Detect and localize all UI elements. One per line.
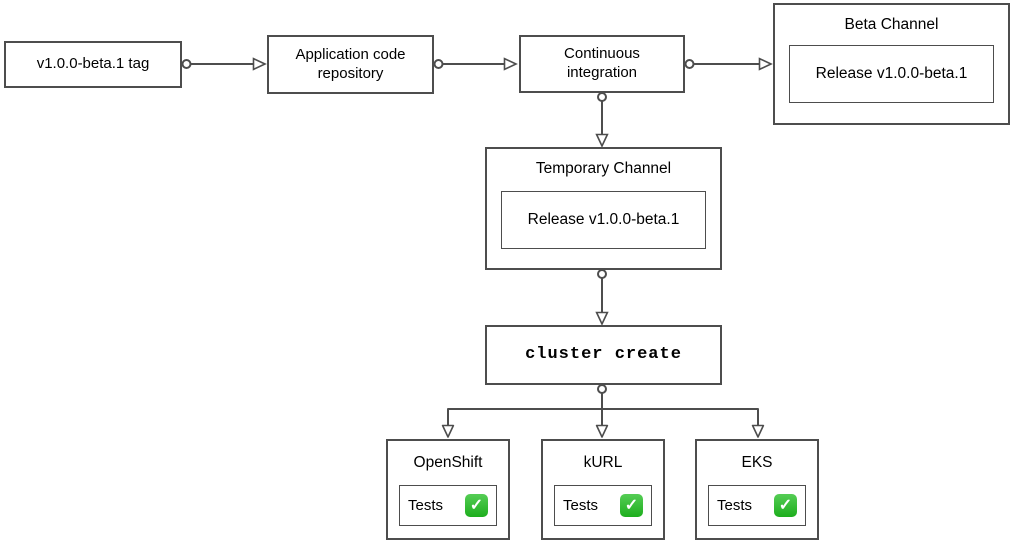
temporary-channel-release-box: Release v1.0.0-beta.1 [501, 191, 706, 249]
node-application-code-repository: Application code repository [267, 35, 434, 94]
connector-tag-to-repo [181, 57, 267, 71]
beta-channel-release-label: Release v1.0.0-beta.1 [815, 65, 968, 82]
platform-openshift-title: OpenShift [413, 454, 483, 471]
check-mark-button-icon: ✓ [465, 494, 488, 517]
openshift-tests-label: Tests [408, 497, 444, 514]
kurl-tests-label: Tests [563, 497, 599, 514]
beta-channel-title: Beta Channel [844, 16, 939, 33]
node-version-tag-label: v1.0.0-beta.1 tag [36, 55, 150, 73]
node-platform-openshift: OpenShift Tests ✓ [386, 439, 510, 540]
openshift-tests-box: Tests ✓ [399, 485, 497, 526]
node-temporary-channel: Temporary Channel Release v1.0.0-beta.1 [485, 147, 722, 270]
connector-cluster-create-to-platforms [441, 384, 765, 438]
connector-temporary-channel-to-cluster-create [595, 269, 609, 326]
connector-ci-to-temporary-channel [595, 92, 609, 148]
connector-repo-to-ci [433, 57, 518, 71]
temporary-channel-release-label: Release v1.0.0-beta.1 [527, 211, 680, 228]
temporary-channel-title: Temporary Channel [535, 160, 672, 177]
node-application-code-repository-label: Application code repository [295, 45, 406, 82]
eks-tests-box: Tests ✓ [708, 485, 806, 526]
connector-ci-to-beta-channel [684, 57, 773, 71]
node-continuous-integration: Continuous integration [519, 35, 685, 93]
check-mark-button-icon: ✓ [774, 494, 797, 517]
node-continuous-integration-label: Continuous integration [564, 45, 640, 81]
node-cluster-create-command: cluster create [485, 325, 722, 385]
platform-eks-title: EKS [741, 454, 773, 471]
platform-kurl-title: kURL [583, 454, 623, 471]
cluster-create-command-label: cluster create [525, 345, 682, 365]
check-mark-button-icon: ✓ [620, 494, 643, 517]
node-platform-kurl: kURL Tests ✓ [541, 439, 665, 540]
kurl-tests-box: Tests ✓ [554, 485, 652, 526]
beta-channel-release-box: Release v1.0.0-beta.1 [789, 45, 994, 103]
node-platform-eks: EKS Tests ✓ [695, 439, 819, 540]
node-beta-channel: Beta Channel Release v1.0.0-beta.1 [773, 3, 1010, 125]
eks-tests-label: Tests [717, 497, 753, 514]
node-version-tag: v1.0.0-beta.1 tag [4, 41, 182, 88]
